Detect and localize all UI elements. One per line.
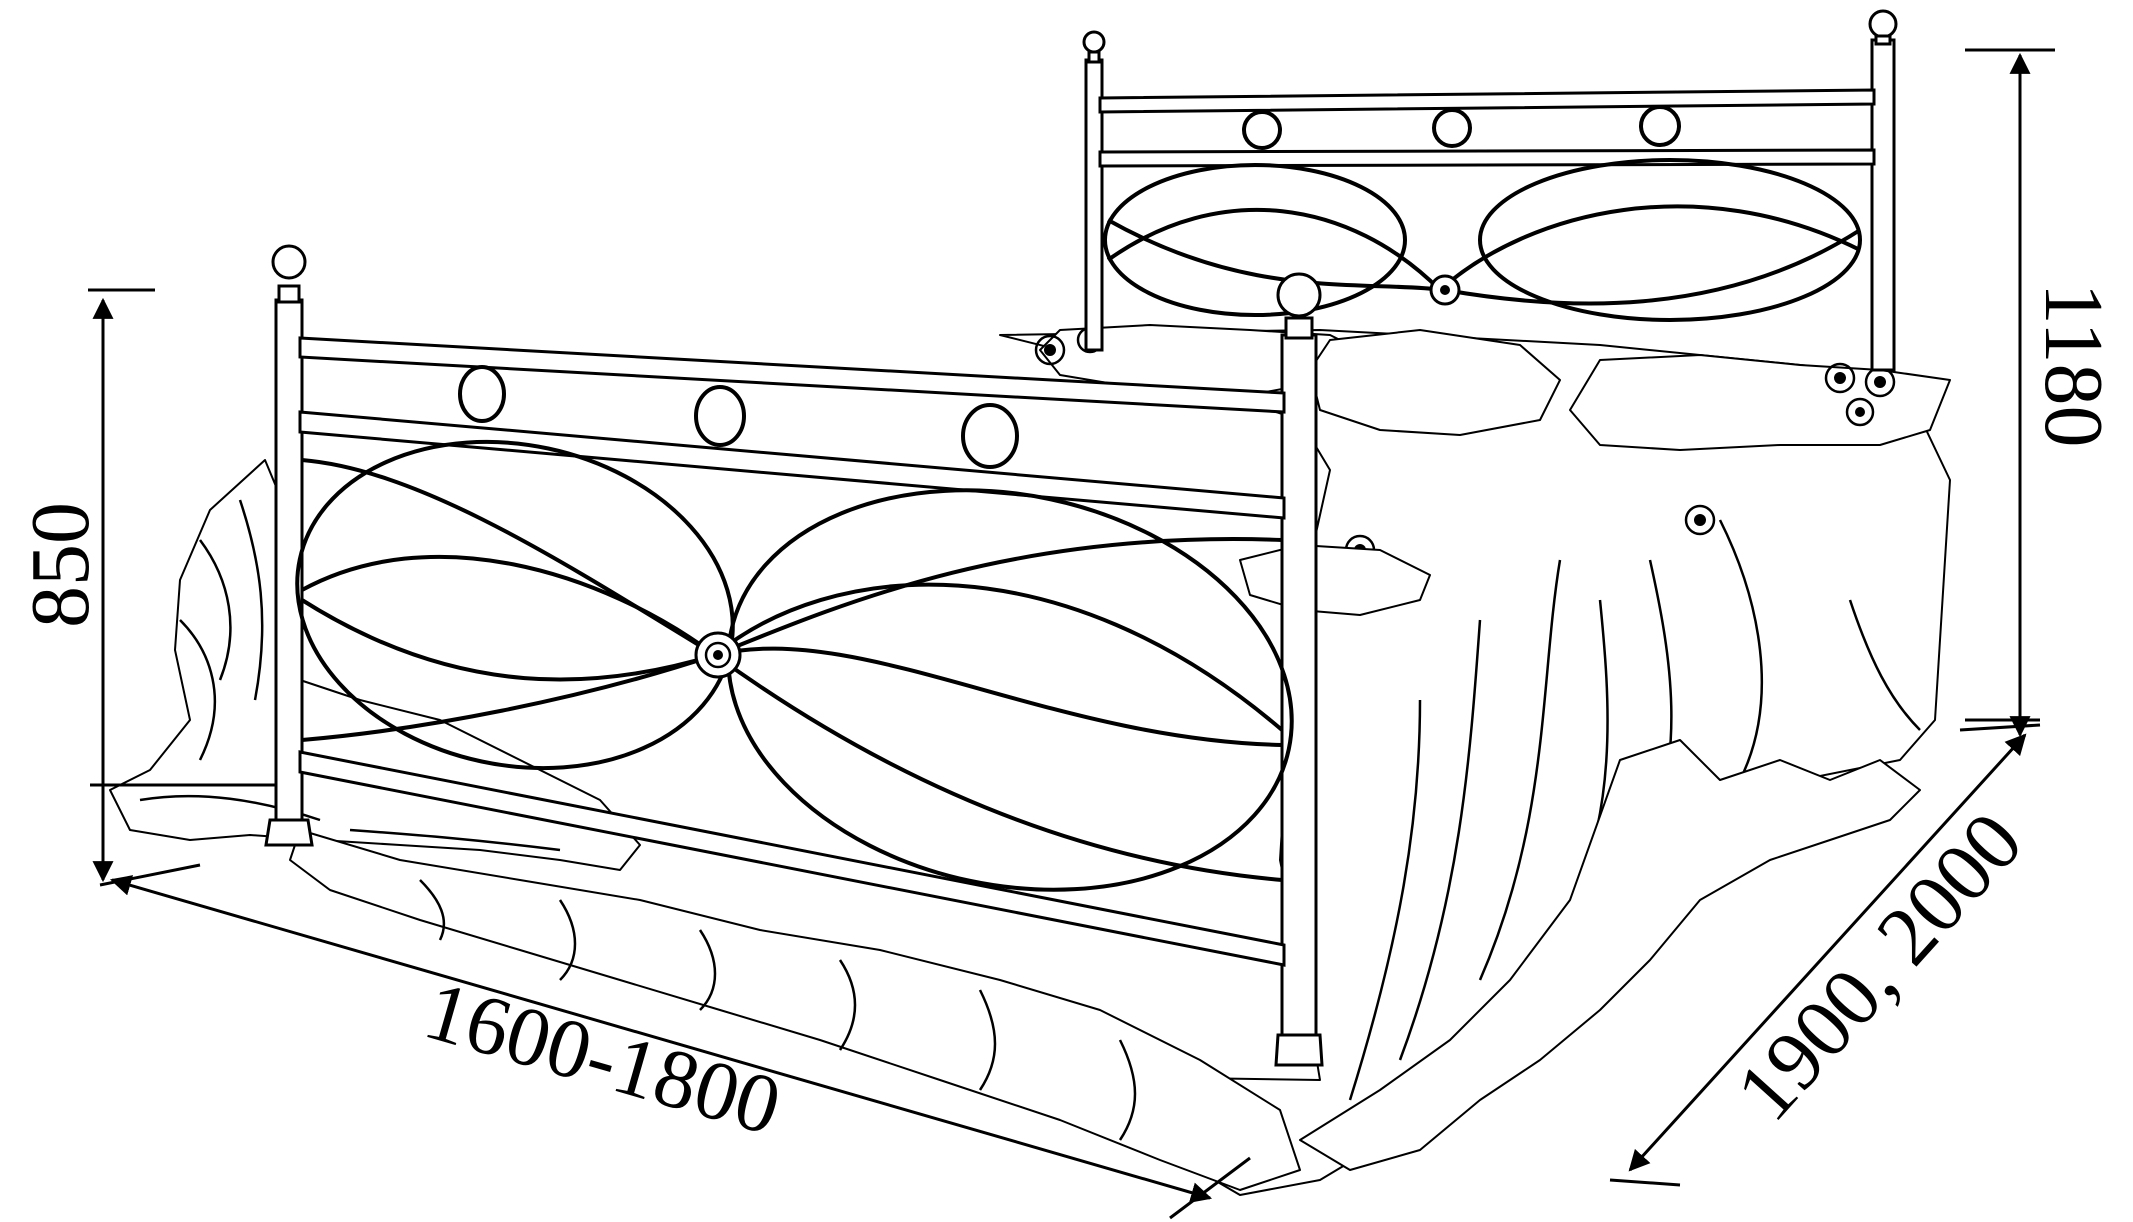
- skirt-folds-left: [139, 499, 561, 852]
- footboard-rings: [458, 365, 1019, 469]
- label-footboard-height: 850: [14, 502, 107, 628]
- footboard-swirls: [295, 439, 1294, 892]
- footboard-foot-right: [1274, 1033, 1324, 1067]
- length-line: [1628, 733, 2027, 1172]
- drape-folds: [1348, 519, 1921, 1101]
- footboard-foot-left: [264, 818, 314, 847]
- headboard-middle-rail: [1098, 148, 1876, 168]
- headboard-swirls: [1103, 158, 1862, 322]
- footboard-top-rail: [298, 336, 1286, 414]
- headboard-rings: [1242, 105, 1681, 150]
- headboard-finial-right: [1868, 9, 1898, 39]
- dimension-lines: [88, 48, 2055, 1220]
- width-line: [109, 875, 1213, 1203]
- length-tick-top: [1959, 723, 2041, 732]
- bedding: [109, 324, 1951, 1196]
- label-headboard-height: 1180: [2027, 283, 2120, 448]
- footboard-bottom-rail: [298, 750, 1286, 967]
- footboard-middle-rail: [298, 410, 1286, 520]
- headboard-finial-left: [1082, 30, 1106, 54]
- headboard-top-rail: [1098, 88, 1876, 114]
- footboard-finial-right: [1276, 272, 1322, 318]
- headboard: [1082, 9, 1898, 372]
- footboard-finial-left: [271, 244, 307, 280]
- length-tick-bottom: [1609, 1178, 1681, 1187]
